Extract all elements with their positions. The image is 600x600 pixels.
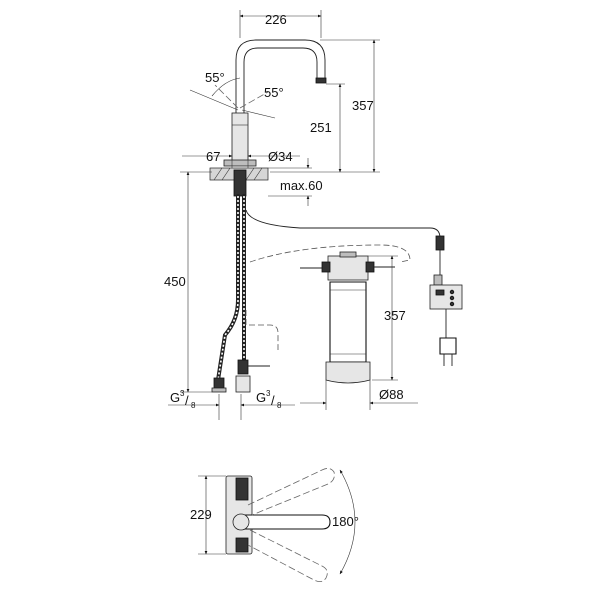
svg-text:/: / [185,393,189,408]
label-spout-outlet-height: 251 [310,120,332,135]
filter-cartridge [329,281,367,363]
label-angle-right: 55° [264,85,284,100]
mounting-shank [233,169,247,197]
cable-plug [435,235,445,251]
dim-hose-length: 450 [164,171,212,393]
svg-text:8: 8 [191,401,196,410]
electronics [429,235,463,366]
faucet-plan-view: 180° [225,468,359,582]
faucet-base [223,159,257,167]
supply-hoses [216,194,441,382]
filter-unit [300,251,395,384]
svg-text:/: / [271,393,275,408]
label-thread-right: G [256,390,266,405]
label-thread-left: G [170,390,180,405]
dim-filter-diameter: Ø88 [300,380,418,410]
label-plan-depth: 229 [190,507,212,522]
label-filter-height: 357 [384,308,406,323]
faucet-side-view [209,39,327,197]
label-spout-reach: 226 [265,12,287,27]
dim-filter-height: 357 [368,255,406,381]
hose-connectors [211,359,270,393]
svg-text:3: 3 [266,389,271,398]
dim-body: 67 Ø34 [182,149,300,168]
label-swivel-angle: 180° [332,514,359,529]
spout-outlet [315,77,327,84]
label-max-deck: max.60 [280,178,323,193]
dim-angles: 55° 55° [189,70,284,119]
label-spout-height-total: 357 [352,98,374,113]
filter-head [327,255,369,281]
label-body-offset: 67 [206,149,220,164]
label-hose-length: 450 [164,274,186,289]
plan-spout [237,514,331,530]
control-box [429,284,463,310]
dim-threads: G 3 / 8 G 3 / 8 [168,389,295,420]
dim-max-deck: max.60 [268,158,323,206]
power-plug [439,337,457,355]
dim-spout-reach: 226 [239,10,322,38]
connector-left [213,377,225,389]
dim-spout-height-total: 357 [270,39,380,173]
svg-text:3: 3 [180,389,185,398]
svg-text:8: 8 [277,401,282,410]
dim-spout-outlet-height: 251 [310,83,345,173]
label-body-diameter: Ø34 [268,149,293,164]
label-angle-left: 55° [205,70,225,85]
dim-plan-depth: 229 [190,475,226,555]
label-filter-diameter: Ø88 [379,387,404,402]
connector-right [237,359,249,375]
faucet-body [231,112,249,162]
